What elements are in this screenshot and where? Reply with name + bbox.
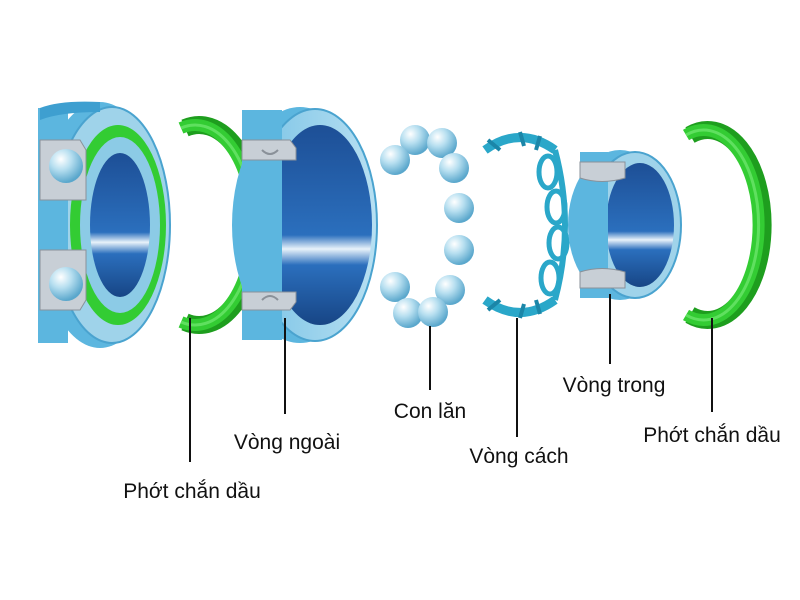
cage-icon	[482, 131, 570, 319]
ball-set-icon	[380, 125, 474, 328]
label-outer-ring: Vòng ngoài	[234, 431, 340, 454]
label-seal-left: Phớt chắn dầu	[123, 480, 261, 503]
label-inner-ring: Vòng trong	[563, 374, 666, 397]
seal-ring-right-icon	[682, 121, 772, 329]
inner-ring-icon	[568, 150, 682, 300]
label-seal-right: Phớt chắn dầu	[643, 424, 781, 447]
assembled-bearing-icon	[38, 101, 171, 348]
outer-ring-icon	[232, 107, 378, 343]
label-balls: Con lăn	[394, 400, 466, 423]
label-cage: Vòng cách	[469, 445, 568, 468]
